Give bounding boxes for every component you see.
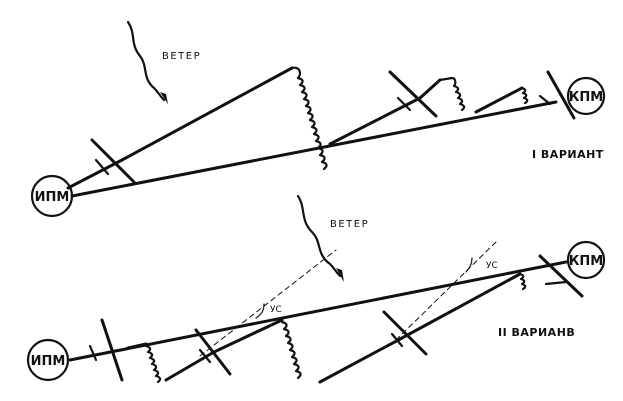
cross-mark-2a [100,318,124,382]
drift-arc-2 [465,257,473,273]
end-point-label-2: КПМ [569,254,603,269]
cross-mark-2h [544,280,568,286]
coil-4 [144,344,162,384]
cross-mark-2e [382,310,428,356]
wind-arrow-1 [126,20,168,104]
variant-1-group: ВЕТЕР ИПМ КПМ I ВАРИАНТ [30,20,606,218]
cross-mark-1e [546,70,576,120]
coil-2 [452,84,466,112]
coil-3 [520,86,529,105]
leg-2e [400,272,522,340]
cross-mark-2g [538,254,584,298]
leg-2a [126,342,148,350]
coil-5 [280,320,302,380]
cross-mark-2d [198,348,212,364]
coil-6 [518,272,527,291]
cross-mark-1c [388,70,438,118]
end-point-label-1: КПМ [569,90,603,105]
leg-2b [164,350,216,382]
start-point-circle-1 [30,174,74,218]
variant-1-label: I ВАРИАНТ [532,148,604,161]
wind-label-2: ВЕТЕР [330,219,369,230]
start-point-circle-2 [26,338,70,382]
cross-mark-1f [538,94,552,106]
course-dashed-2 [395,239,499,341]
cross-mark-1b [94,158,110,176]
route-line-1 [70,100,558,198]
loop-hook-2 [438,76,457,88]
leg-1d [474,86,524,114]
loop-hook-1 [290,66,302,80]
cross-mark-1d [396,96,412,112]
lead-in-1 [66,158,124,190]
route-line-2 [68,260,568,362]
leg-2c [212,318,284,354]
coil-1 [296,76,328,171]
cross-mark-2f [390,332,404,348]
drift-angle-label-1: УС [270,305,282,315]
leg-1c [418,78,442,100]
wind-arrow-2 [296,194,344,282]
wind-label-1: ВЕТЕР [162,51,201,62]
leg-2d [318,336,404,384]
start-point-label-1: ИПМ [35,190,70,205]
variant-2-group: ВЕТЕР УС УС ИПМ [26,194,606,384]
drift-arc-1 [255,303,265,319]
drift-angle-label-2: УС [486,261,498,271]
cross-mark-1a [90,138,136,184]
cross-mark-2b [88,344,98,362]
leg-1a [120,66,294,162]
end-point-circle-1 [566,76,606,116]
course-dashed-1 [199,249,337,357]
start-point-label-2: ИПМ [31,354,66,369]
end-point-circle-2 [566,240,606,280]
variant-2-label: II ВАРИАНВ [498,326,575,339]
